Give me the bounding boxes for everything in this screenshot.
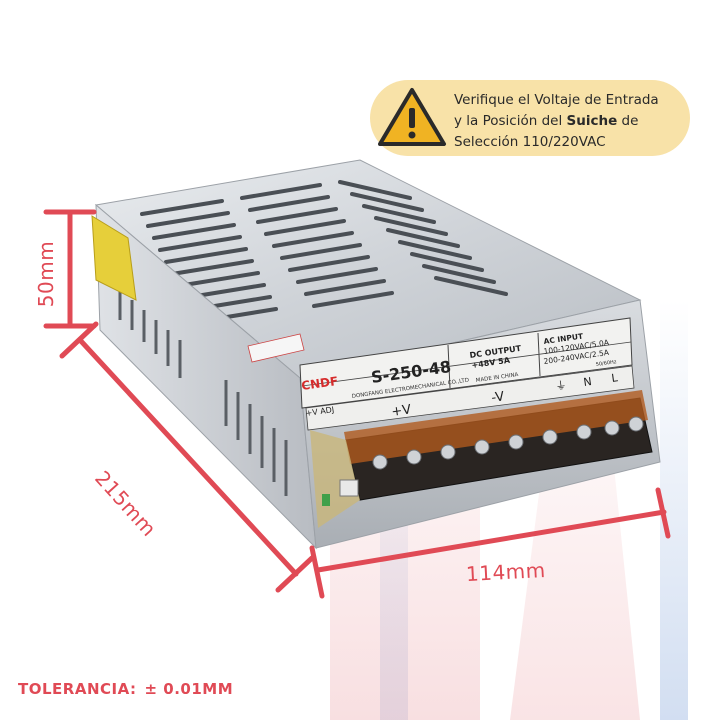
top-vent-slots [140, 180, 508, 324]
warning-sticker [91, 215, 137, 301]
label-made-in: MADE IN CHINA [475, 372, 519, 384]
product-label [299, 317, 633, 409]
dimension-height-label: 50mm [34, 240, 58, 308]
dimension-height-line [43, 209, 97, 329]
notice-line-2-start: y la Posición del [454, 113, 567, 129]
notice-line-2-end: de [617, 113, 639, 129]
dimension-width-label: 114mm [465, 557, 547, 587]
notice-line-3: Selección 110/220VAC [454, 134, 606, 150]
notice-line-1: Verifique el Voltaje de Entrada [454, 92, 659, 108]
tolerance-label: TOLERANCIA: [18, 680, 137, 698]
label-terminal-pos: +V [390, 402, 412, 420]
qc-sticker [247, 333, 305, 363]
label-terminal-l: L [611, 371, 620, 385]
terminal-screws [372, 416, 644, 470]
label-brand: CNDF [300, 374, 339, 393]
notice-callout: Verifique el Voltaje de Entrada y la Pos… [370, 80, 690, 156]
tolerance-value: ± 0.01MM [144, 680, 234, 698]
terminal-legend [305, 365, 635, 431]
adjust-potentiometer [339, 479, 359, 497]
dimension-width-line [309, 487, 671, 599]
label-frequency: 50/60Hz [595, 359, 617, 368]
notice-line-2-bold: Suiche [566, 113, 618, 129]
notice-text: Verifique el Voltaje de Entrada y la Pos… [454, 90, 690, 153]
label-terminal-neg: -V [490, 389, 505, 406]
warning-triangle-icon [378, 88, 446, 146]
label-terminal-n: N [583, 375, 593, 389]
terminal-cover [344, 390, 648, 464]
ground-icon: ⏚ [555, 379, 568, 393]
notice-line-2: y la Posición del Suiche de [454, 111, 690, 132]
label-adj: +V ADJ [305, 405, 335, 418]
dimension-depth-line [59, 321, 315, 593]
led-indicator [322, 494, 330, 506]
tolerance-note: TOLERANCIA: ± 0.01MM [18, 680, 233, 698]
side-vent-slots [118, 290, 288, 496]
